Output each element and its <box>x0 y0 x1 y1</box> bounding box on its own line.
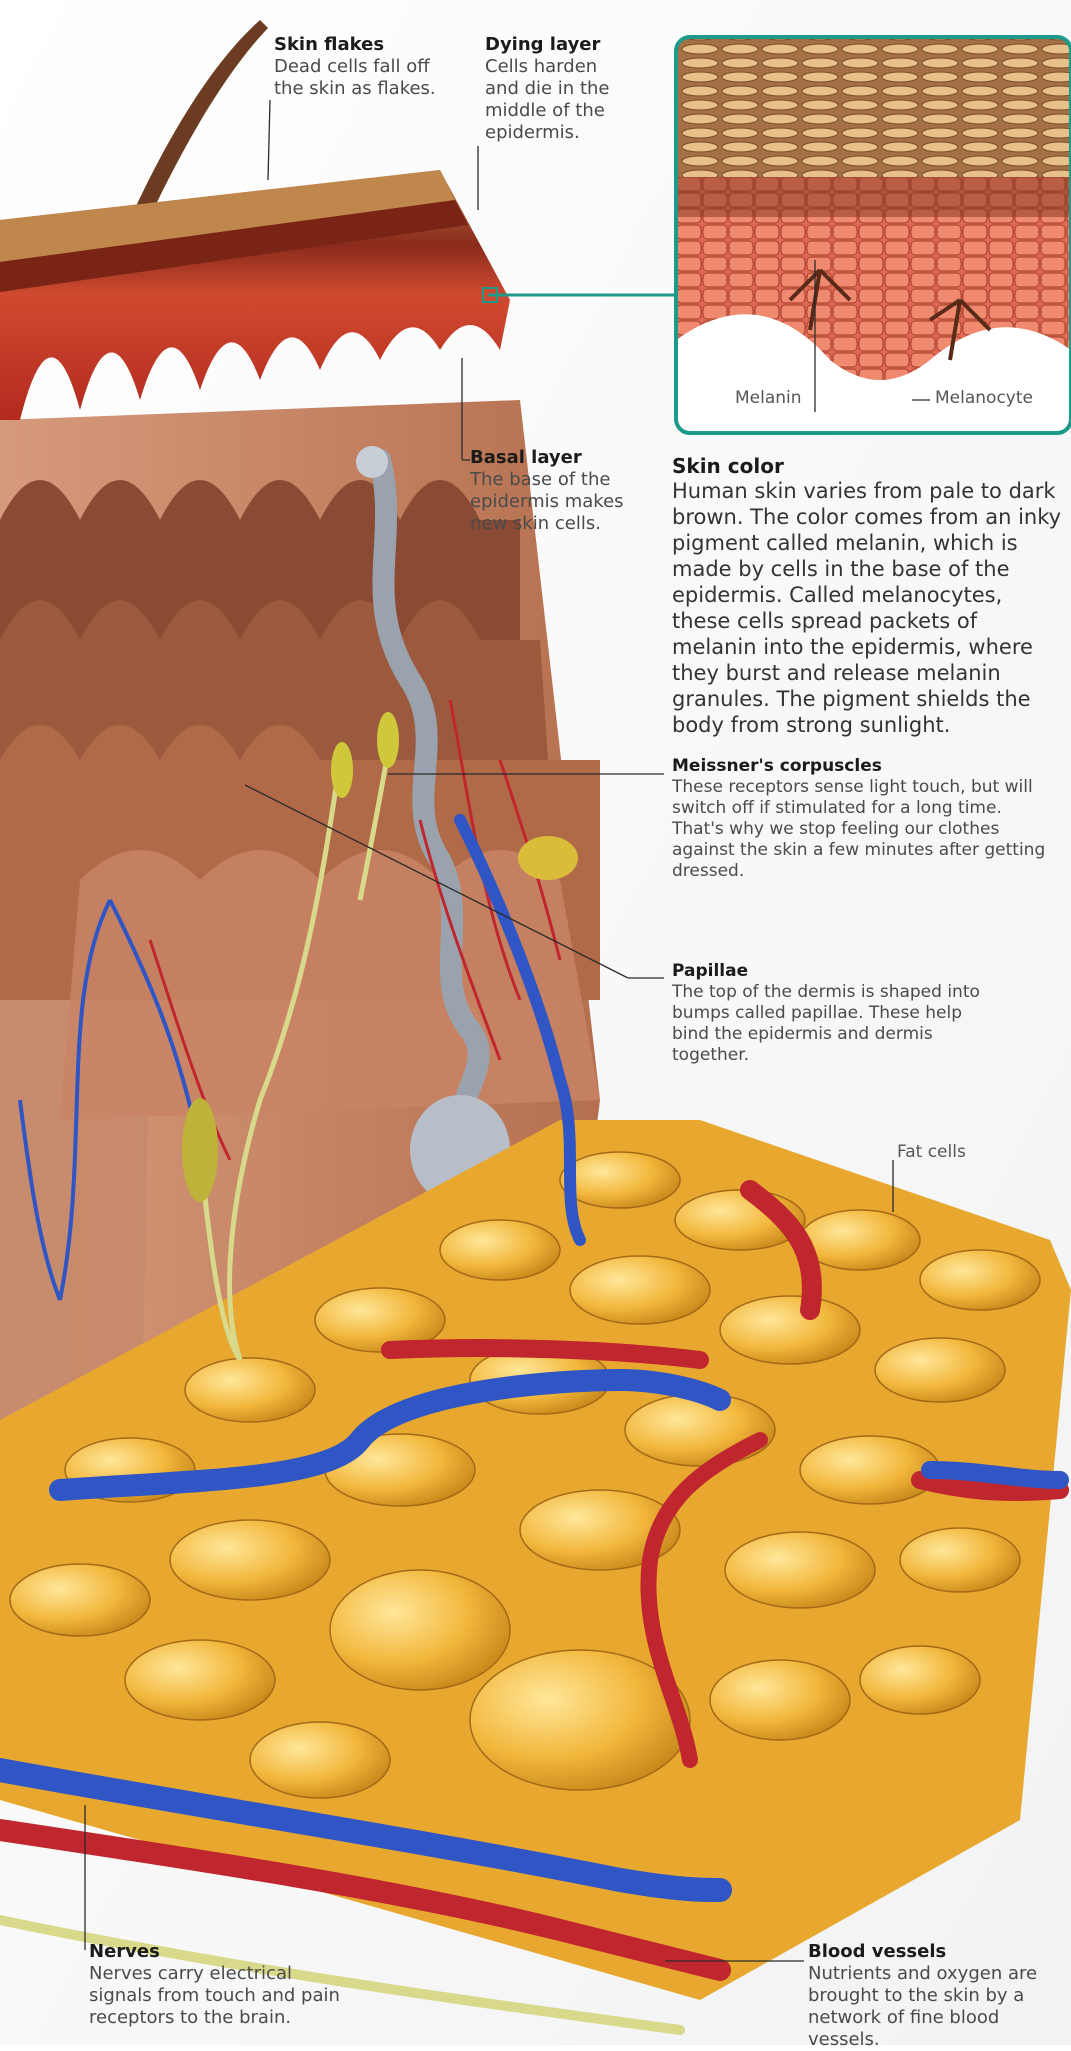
papillae-title: Papillae <box>672 961 1002 982</box>
basal-layer-label: Basal layer The base of the epidermis ma… <box>470 447 635 535</box>
skin-flakes-title: Skin flakes <box>274 34 449 56</box>
nerves-desc: Nerves carry electrical signals from tou… <box>89 1963 349 2029</box>
meissner-label: Meissner's corpuscles These receptors se… <box>672 756 1052 882</box>
blood-vessels-label: Blood vessels Nutrients and oxygen are b… <box>808 1941 1070 2051</box>
dying-layer-label: Dying layer Cells harden and die in the … <box>485 34 625 144</box>
melanocyte-label: Melanocyte <box>935 388 1033 408</box>
skin-color-desc: Human skin varies from pale to dark brow… <box>672 478 1067 738</box>
dying-layer-title: Dying layer <box>485 34 625 56</box>
papillae-desc: The top of the dermis is shaped into bum… <box>672 982 1002 1066</box>
basal-layer-desc: The base of the epidermis makes new skin… <box>470 469 635 535</box>
fat-cells-label: Fat cells <box>897 1142 966 1162</box>
skin-color-label: Skin color Human skin varies from pale t… <box>672 454 1067 738</box>
papillae-label: Papillae The top of the dermis is shaped… <box>672 961 1002 1066</box>
skin-flakes-label: Skin flakes Dead cells fall off the skin… <box>274 34 449 100</box>
skin-color-title: Skin color <box>672 454 1067 478</box>
dying-layer-desc: Cells harden and die in the middle of th… <box>485 56 625 144</box>
blood-vessels-title: Blood vessels <box>808 1941 1070 1963</box>
basal-layer-title: Basal layer <box>470 447 635 469</box>
melanin-label: Melanin <box>735 388 802 408</box>
meissner-title: Meissner's corpuscles <box>672 756 1052 777</box>
blood-vessels-desc: Nutrients and oxygen are brought to the … <box>808 1963 1070 2051</box>
nerves-label: Nerves Nerves carry electrical signals f… <box>89 1941 349 2029</box>
skin-flakes-desc: Dead cells fall off the skin as flakes. <box>274 56 449 100</box>
nerves-title: Nerves <box>89 1941 349 1963</box>
meissner-desc: These receptors sense light touch, but w… <box>672 777 1052 882</box>
